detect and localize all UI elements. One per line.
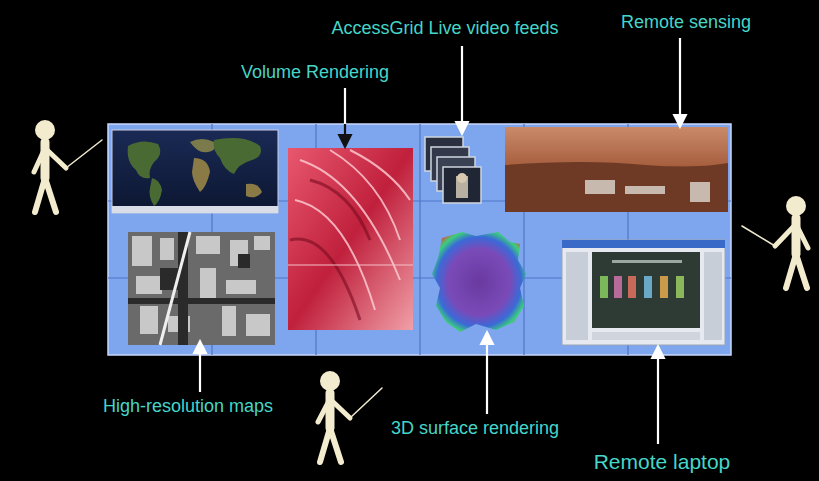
callout-label: High-resolution maps [103,396,273,418]
callout-label: Volume Rendering [241,62,389,84]
callout-label: AccessGrid Live video feeds [331,18,558,40]
callout-label: Remote laptop [594,449,731,474]
callout-label: 3D surface rendering [391,418,559,440]
callout-label: Remote sensing [621,12,751,34]
